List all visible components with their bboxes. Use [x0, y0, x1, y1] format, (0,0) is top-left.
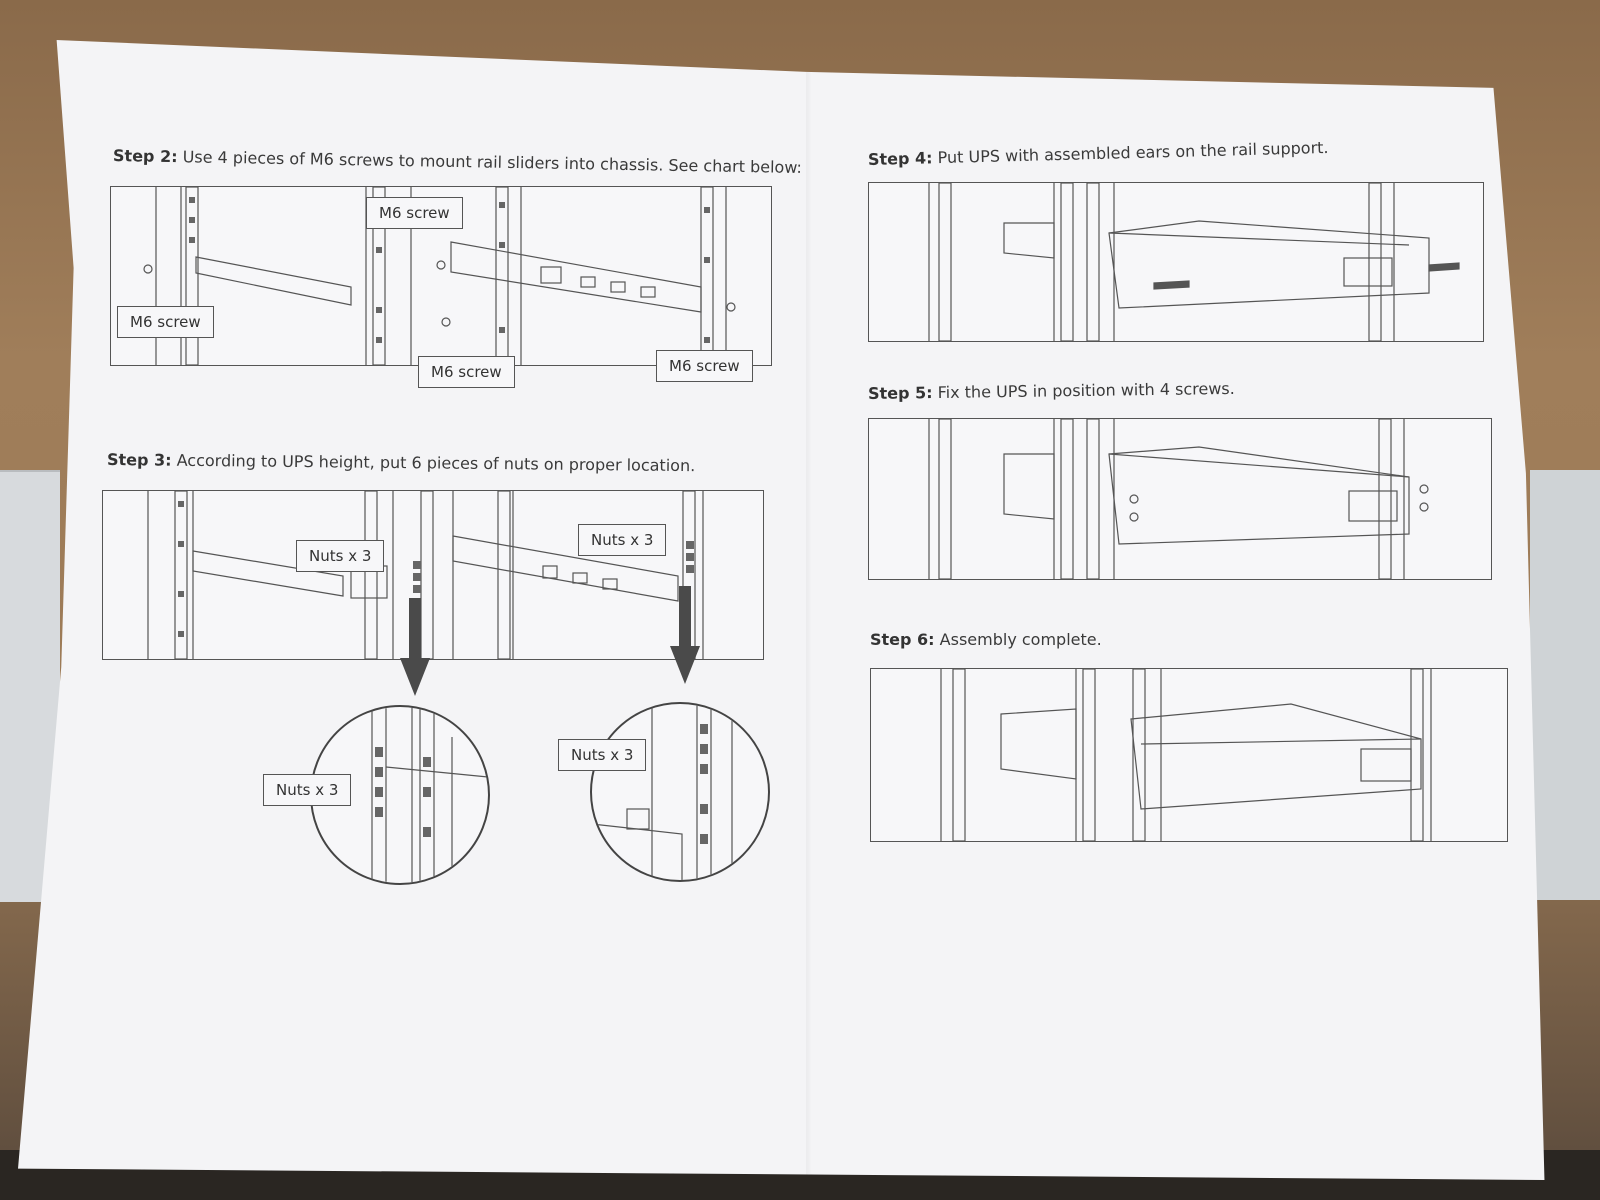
- zoom-detail-right: [590, 702, 770, 882]
- step-5-label: Step 5:: [867, 383, 933, 403]
- ups-on-rails-illustration: [928, 183, 1460, 341]
- step-6-label: Step 6:: [870, 630, 935, 649]
- callout-m6-screw-middle: M6 screw: [418, 356, 515, 388]
- ups-fixed-illustration: [928, 419, 1429, 579]
- step-6-text: Assembly complete.: [939, 630, 1102, 649]
- callout-m6-screw-left: M6 screw: [117, 306, 214, 338]
- callout-m6-screw-top: M6 screw: [366, 197, 463, 229]
- callout-nuts-zoom-right: Nuts x 3: [558, 739, 647, 771]
- step-4-diagram: [868, 182, 1484, 342]
- rack-rail-illustration: [143, 187, 736, 365]
- foam-packing-right: [1530, 470, 1600, 900]
- step-5-diagram: [868, 418, 1492, 580]
- callout-m6-screw-right: M6 screw: [656, 350, 753, 382]
- rack-nuts-illustration: [147, 491, 704, 659]
- down-arrow-left-icon: [400, 598, 430, 696]
- assembly-complete-illustration: [940, 669, 1432, 841]
- step-3-label: Step 3:: [106, 450, 172, 470]
- step-4-label: Step 4:: [867, 148, 933, 169]
- step-3-diagram: [102, 490, 764, 660]
- callout-nuts-right: Nuts x 3: [578, 524, 667, 556]
- step-6-diagram: [870, 668, 1508, 842]
- step-6-caption: Step 6: Assembly complete.: [870, 630, 1102, 649]
- down-arrow-right-icon: [670, 586, 700, 684]
- callout-nuts-zoom-left: Nuts x 3: [263, 774, 352, 806]
- step-2-label: Step 2:: [112, 146, 178, 167]
- zoom-detail-left: [310, 705, 490, 885]
- callout-nuts-left: Nuts x 3: [296, 540, 385, 572]
- nuts-closeup-left: [371, 707, 488, 883]
- nuts-closeup-right: [592, 704, 733, 880]
